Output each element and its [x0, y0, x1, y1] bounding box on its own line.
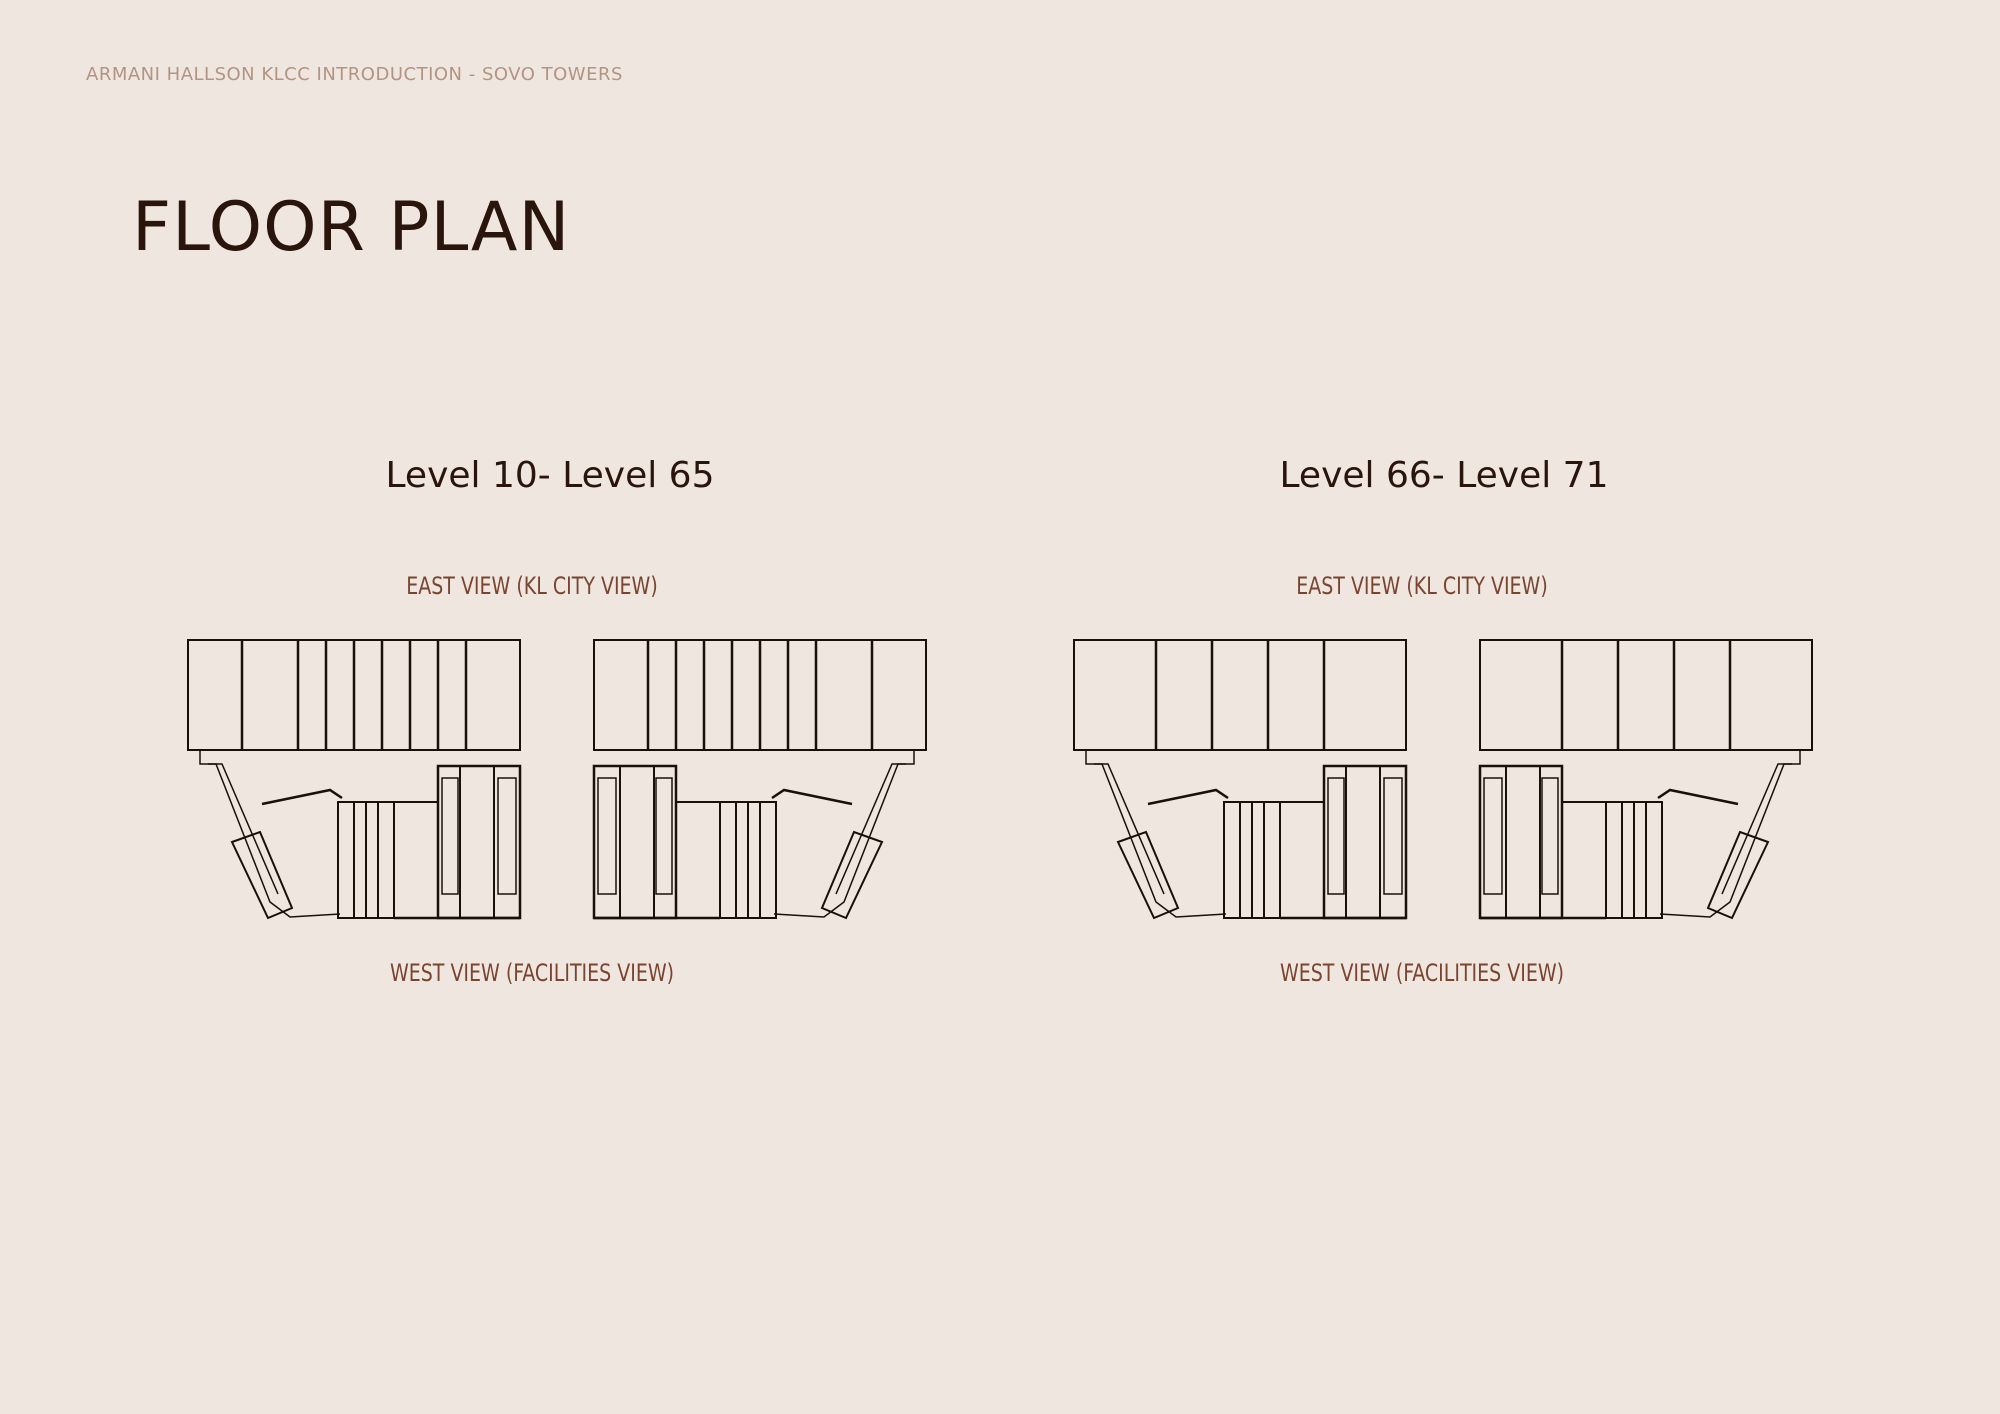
- floor-plan-block-level-66-71: Level 66- Level 71 EAST VIEW (KL CITY VI…: [1066, 0, 1826, 1000]
- level-range-title: Level 66- Level 71: [1279, 455, 1609, 496]
- document-eyebrow: ARMANI HALLSON KLCC INTRODUCTION - SOVO …: [86, 64, 623, 85]
- floor-plan-drawing: [187, 639, 927, 920]
- east-view-label: EAST VIEW (KL CITY VIEW): [1296, 572, 1548, 600]
- west-view-label: WEST VIEW (FACILITIES VIEW): [1279, 959, 1565, 987]
- east-view-label: EAST VIEW (KL CITY VIEW): [406, 572, 658, 600]
- west-view-label: WEST VIEW (FACILITIES VIEW): [389, 959, 675, 987]
- page-title: FLOOR PLAN: [132, 188, 571, 267]
- floor-plan-block-level-10-65: Level 10- Level 65 EAST VIEW (KL CITY VI…: [180, 0, 940, 1000]
- level-range-title: Level 10- Level 65: [385, 455, 715, 496]
- floor-plan-drawing: [1073, 639, 1813, 920]
